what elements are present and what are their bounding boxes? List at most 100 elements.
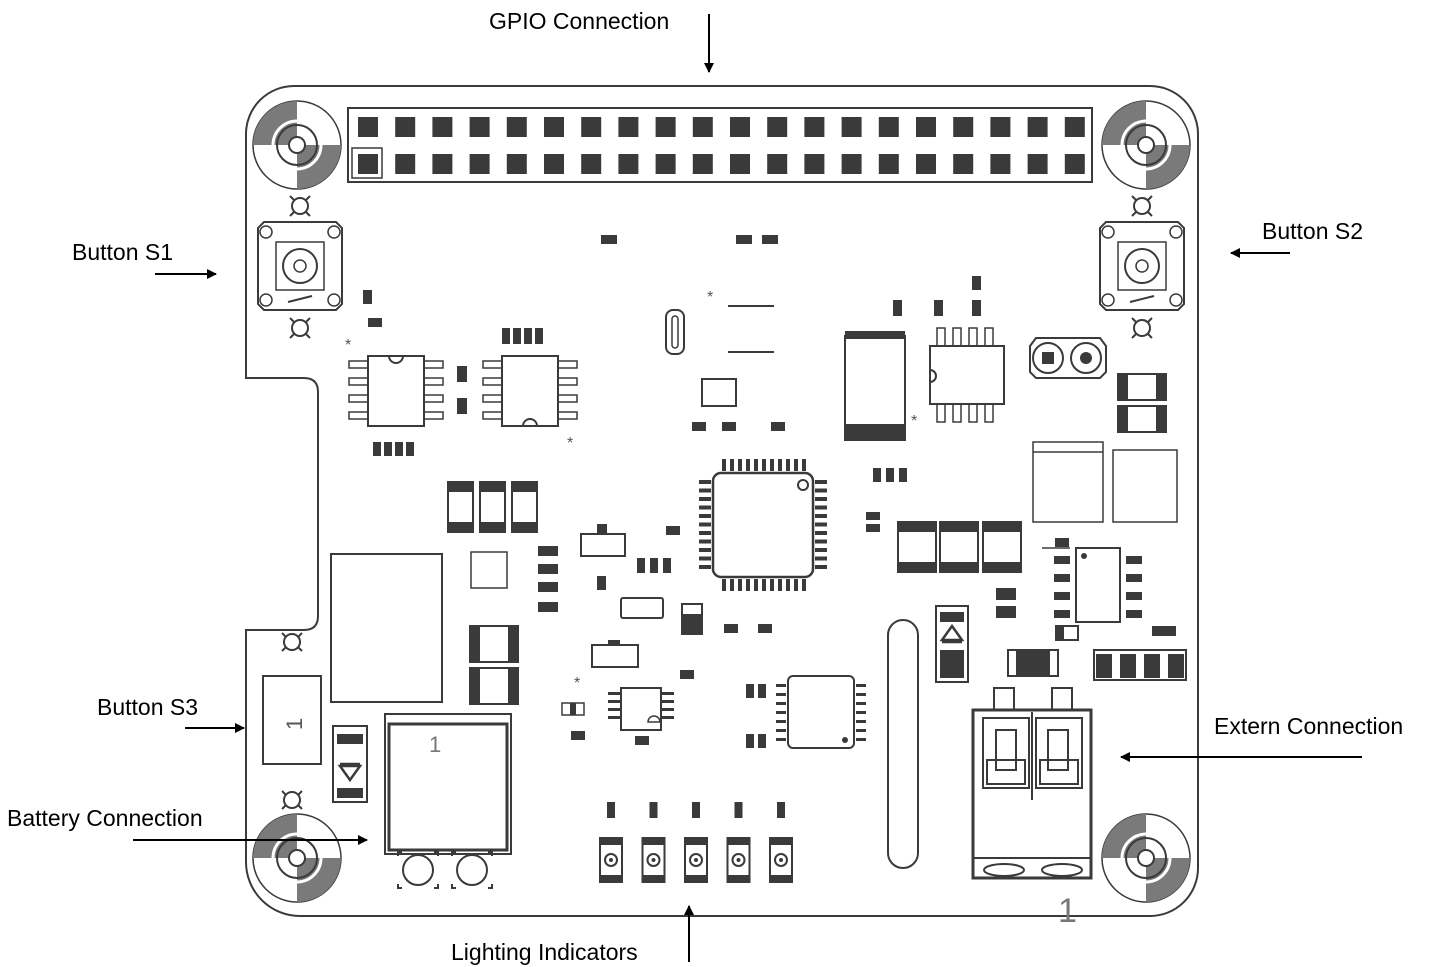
gpio-pin [655, 154, 676, 174]
qfp-pin [754, 459, 758, 471]
qfp-pin [762, 459, 766, 471]
gpio-pin [990, 154, 1011, 174]
qfn-pin [856, 711, 866, 714]
svg-text:*: * [345, 337, 351, 354]
mounting-hole [1101, 813, 1191, 903]
gpio-pin [358, 117, 378, 137]
smd-pads [363, 235, 1176, 748]
small-parts [470, 305, 774, 716]
label-lighting-indicators: Lighting Indicators [451, 939, 638, 965]
qfn-pin [856, 693, 866, 696]
qfp-pin [815, 556, 827, 561]
qfp-pin [815, 497, 827, 501]
qfp-pin [699, 531, 711, 535]
qfp-pin [802, 579, 806, 591]
qfp-pin [722, 579, 726, 591]
callout-arrows [133, 14, 1362, 962]
gpio-pin [878, 154, 899, 174]
led [599, 802, 623, 883]
label-button-s2: Button S2 [1262, 218, 1364, 244]
capacitor [982, 521, 1022, 573]
mounting-holes [252, 100, 1191, 903]
qfn-pin [776, 693, 786, 696]
gpio-pin [916, 117, 936, 137]
gpio-pin [1027, 154, 1048, 174]
gpio-pin [692, 117, 713, 137]
tactile-button [257, 195, 343, 339]
gpio-pin [841, 117, 862, 137]
qfp-pin [815, 505, 827, 510]
gpio-pin [581, 117, 602, 137]
qfn-pin [776, 711, 786, 714]
capacitor-banks [447, 481, 1022, 705]
gpio-pin [804, 154, 825, 174]
gpio-pin [730, 117, 750, 137]
gpio-pin [469, 154, 490, 174]
battery-connector: 1 [384, 713, 512, 889]
qfp-pin [699, 497, 711, 501]
qfp-pin [815, 522, 827, 527]
qfn-pin [856, 720, 866, 723]
passives-right [996, 588, 1187, 681]
qfp-pin [778, 459, 782, 471]
svg-text:*: * [707, 289, 713, 306]
extern-pin1-mark: 1 [1058, 892, 1077, 930]
qfp-pin [699, 505, 711, 510]
gpio-pin [1064, 154, 1085, 174]
qfp-pin [730, 459, 734, 471]
gpio-pin [581, 154, 602, 174]
led [769, 802, 793, 883]
soic-chip-1 [348, 355, 444, 427]
label-battery-connection: Battery Connection [7, 805, 203, 831]
gpio-pin [730, 154, 750, 174]
qfp-pin [722, 459, 726, 471]
gpio-pin [767, 117, 788, 137]
svg-text:*: * [567, 435, 573, 452]
label-extern-connection: Extern Connection [1214, 713, 1404, 739]
led [641, 802, 666, 883]
gpio-pin [432, 117, 453, 137]
gpio-pin [804, 117, 825, 137]
qfp-pin [738, 579, 742, 591]
qfn-pin [856, 684, 866, 687]
qfp-pin [815, 488, 827, 493]
qfp-pin [699, 539, 711, 544]
gpio-pin [692, 154, 713, 174]
qfn-square-chip [776, 675, 866, 749]
gpio-pin [506, 117, 527, 137]
qfp-pin [699, 514, 711, 518]
gpio-pin [1064, 117, 1085, 137]
gpio-pin [395, 154, 416, 174]
qfp-pin [786, 579, 790, 591]
gpio-pin [953, 117, 974, 137]
qfp-pin [762, 579, 766, 591]
gpio-pin [618, 154, 639, 174]
led [726, 802, 751, 883]
qfn-pin [856, 738, 866, 741]
extern-terminal-block [971, 687, 1093, 880]
soic-chip-2 [482, 355, 578, 427]
gpio-pin [506, 154, 527, 174]
qfp-pin [738, 459, 742, 471]
gpio-pin [990, 117, 1011, 137]
gpio-pin [767, 154, 788, 174]
soic-chip-3 [929, 327, 1005, 423]
gpio-pin [358, 154, 378, 174]
tactile-buttons [257, 195, 1185, 339]
gpio-pin [1027, 117, 1048, 137]
qfp-pin [754, 579, 758, 591]
qfn-pin [856, 729, 866, 732]
qfp-pin [746, 579, 750, 591]
gpio-pin [953, 154, 974, 174]
polarity-marks: * * * * * [345, 289, 917, 692]
mounting-hole [252, 100, 342, 190]
diode-s3 [332, 725, 368, 803]
gpio-pin [655, 117, 676, 137]
gpio-pin [544, 117, 564, 137]
label-button-s3: Button S3 [97, 694, 199, 720]
board-outline [245, 85, 1199, 917]
gpio-pin [841, 154, 862, 174]
qfn-chip [608, 687, 674, 731]
diode-vertical [935, 605, 969, 683]
